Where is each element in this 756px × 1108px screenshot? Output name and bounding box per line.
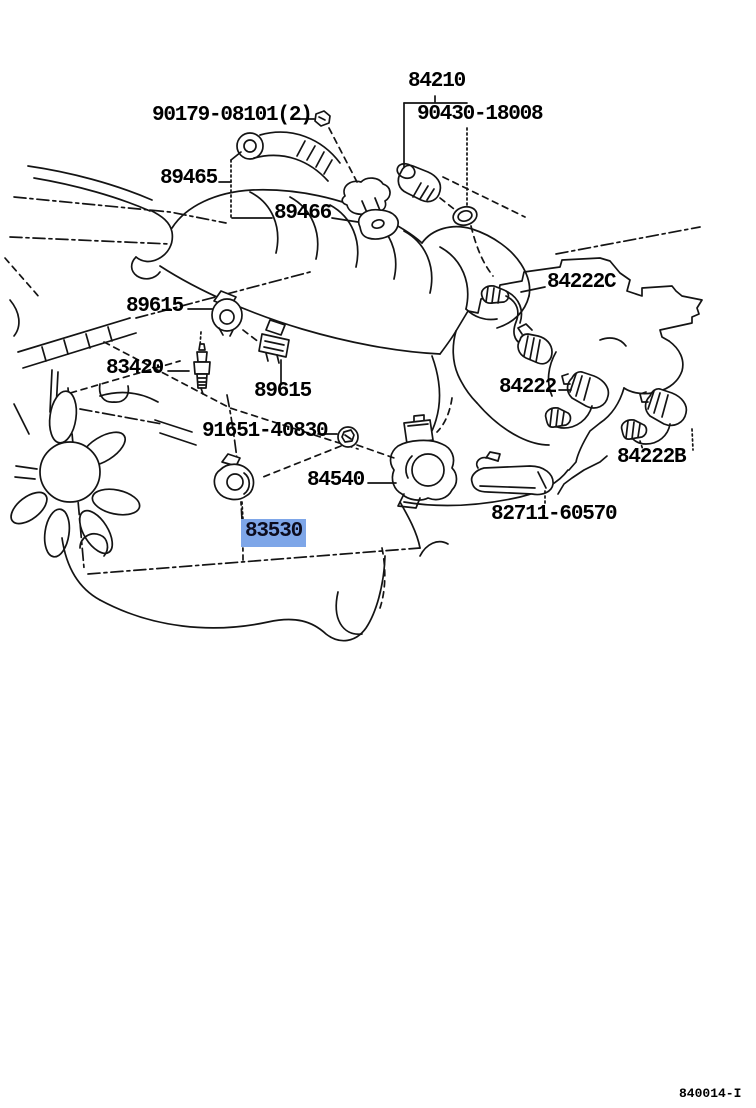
part-number-83420[interactable]: 83420 [106,357,164,380]
part-number-90430-18008[interactable]: 90430-18008 [417,103,544,126]
part-number-84222C[interactable]: 84222C [547,271,617,294]
bolt-symbol-circle [338,427,358,447]
part-number-84222B[interactable]: 84222B [617,446,687,469]
valve-cover-lines [5,166,226,336]
part-number-84540[interactable]: 84540 [307,469,365,492]
part-number-83530[interactable]: 83530 [241,519,307,547]
speedometer-sleeve-gasket [359,210,398,239]
leader-lines [168,96,693,520]
speed-sensor-84222C [482,286,552,364]
diagram-code: 840014-I [679,1086,742,1101]
part-number-89465[interactable]: 89465 [160,167,218,190]
spark-plug [194,332,210,394]
speed-sensor-84222B [622,389,687,444]
water-temp-sensor-upper [212,291,242,336]
part-number-91651-40830[interactable]: 91651-40830 [202,420,329,443]
oil-pressure-sensor [214,454,253,499]
cooling-fan [6,389,142,558]
speed-sensor-84222 [546,372,609,428]
part-number-89466[interactable]: 89466 [274,202,332,225]
part-number-90179-08101[interactable]: 90179-08101(2) [152,104,313,127]
water-temp-sensor-lower [259,320,289,363]
gasket-ring [451,204,479,228]
part-number-89615-a[interactable]: 89615 [126,295,184,318]
oil-pan [62,470,568,641]
part-number-84210[interactable]: 84210 [408,70,466,93]
fuel-sender-gauge [395,161,440,201]
bolt-icon [315,111,330,126]
switch-valve-84540 [391,415,457,508]
part-number-84222[interactable]: 84222 [499,376,557,399]
part-number-89615-b[interactable]: 89615 [254,380,312,403]
wiring-clamp [472,452,553,495]
part-number-82711-60570[interactable]: 82711-60570 [491,503,618,526]
